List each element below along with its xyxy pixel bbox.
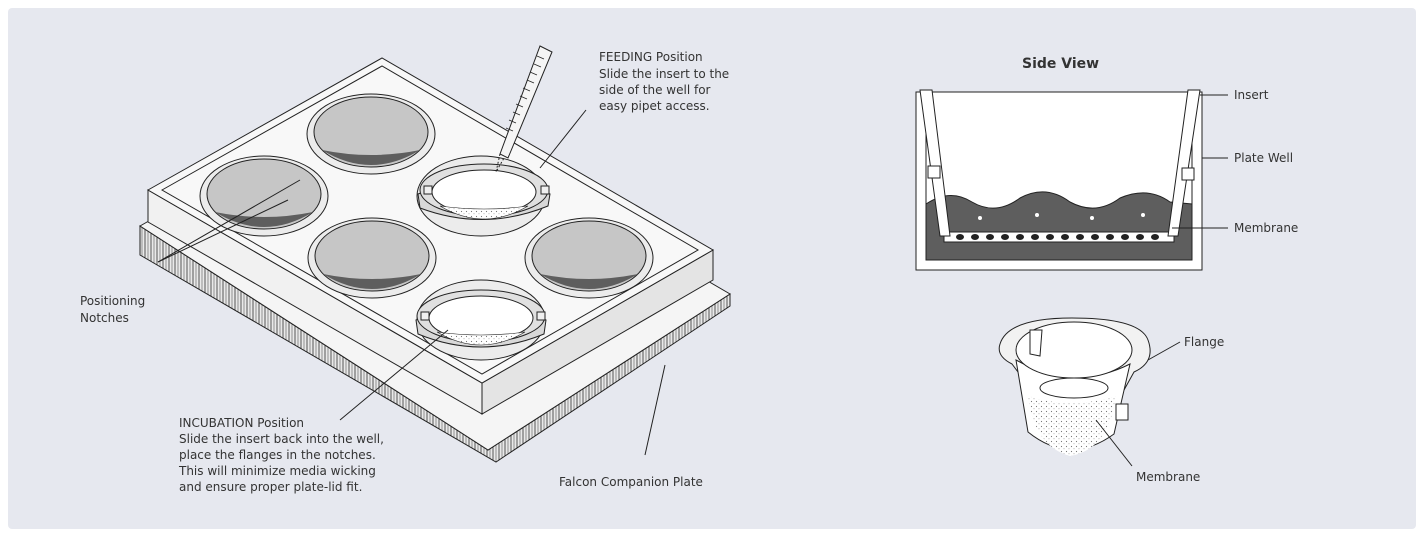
feeding-line-2: side of the well for <box>599 83 711 97</box>
incubation-line-1: Slide the insert back into the well, <box>179 432 384 446</box>
insert-incubation-position <box>415 279 547 361</box>
pipette <box>495 45 553 173</box>
well-top-center <box>306 93 436 175</box>
notches-label-2: Notches <box>80 311 129 325</box>
incubation-line-3: This will minimize media wicking <box>178 464 376 478</box>
side-view-leaders <box>1172 94 1228 229</box>
flange-label: Flange <box>1184 335 1224 349</box>
plate-well-label: Plate Well <box>1234 151 1293 165</box>
plate-inner-rim <box>160 65 699 375</box>
insert-leaders <box>1095 341 1181 467</box>
incubation-line-2: place the flanges in the notches. <box>179 448 376 462</box>
side-membrane-label: Membrane <box>1234 221 1298 235</box>
feeding-title: FEEDING Position <box>599 50 703 64</box>
feeding-line-3: easy pipet access. <box>599 99 710 113</box>
side-view-diagram <box>915 89 1203 271</box>
well-right <box>524 217 654 299</box>
insert-label: Insert <box>1234 88 1269 102</box>
insert-membrane-label: Membrane <box>1136 470 1200 484</box>
well-left <box>199 155 329 237</box>
plate-label: Falcon Companion Plate <box>559 475 703 489</box>
insert-isometric-view <box>998 317 1151 456</box>
feeding-line-1: Slide the insert to the <box>599 67 729 81</box>
insert-feeding-position <box>416 155 551 237</box>
side-view-title: Side View <box>1022 56 1099 72</box>
leader-lines <box>157 109 666 456</box>
notches-label-1: Positioning <box>80 294 145 308</box>
incubation-title: INCUBATION Position <box>179 416 304 430</box>
well-center <box>307 217 437 299</box>
incubation-line-4: and ensure proper plate-lid fit. <box>179 480 362 494</box>
